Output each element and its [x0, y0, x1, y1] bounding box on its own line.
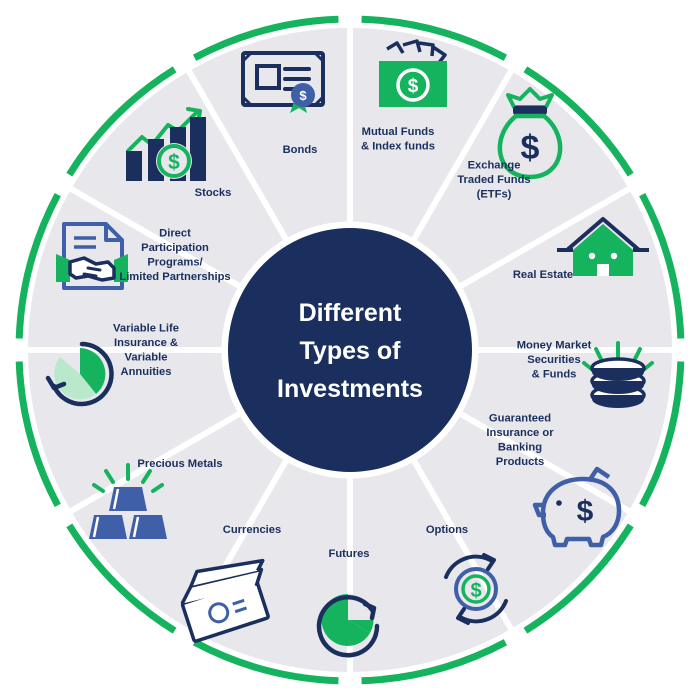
segment-divider	[407, 452, 515, 633]
label-line: Futures	[328, 548, 369, 560]
house-icon	[557, 217, 649, 276]
label-line: Exchange	[468, 160, 521, 172]
label-line: Insurance &	[114, 337, 178, 349]
wheel-segment[interactable]	[411, 411, 629, 629]
label-line: Banking	[498, 441, 542, 453]
outer-green-ring	[15, 15, 685, 685]
segment-label-options: Options	[426, 524, 468, 536]
clock-pie-icon	[316, 593, 380, 658]
hub-outline	[221, 221, 479, 479]
label-line: Securities	[527, 354, 580, 366]
segment-icons: $ $ $ $ $ $	[45, 39, 654, 658]
piggy-bank-icon: $	[532, 466, 622, 548]
segment-label-futures: Futures	[328, 548, 369, 560]
ring-arc-segment	[15, 192, 61, 339]
label-line: Insurance or	[486, 427, 554, 439]
segment-label-bonds: Bonds	[283, 144, 318, 156]
label-line: Variable Life	[113, 322, 179, 334]
label-line: Traded Funds	[457, 174, 530, 186]
banknotes-icon	[180, 558, 270, 643]
wheel-segment[interactable]	[350, 455, 511, 672]
segment-divider	[407, 67, 515, 248]
label-line: Programs/	[147, 256, 202, 268]
ring-arc-segment	[15, 361, 61, 508]
segment-divider	[67, 407, 248, 515]
segment-divider	[67, 185, 248, 293]
svg-text:$: $	[408, 76, 419, 97]
label-line: Currencies	[223, 524, 281, 536]
center-hub-circle	[228, 228, 472, 472]
svg-text:$: $	[470, 580, 481, 602]
money-bag-icon: $	[497, 87, 563, 180]
coin-stack-icon	[582, 341, 654, 408]
label-line: Direct	[159, 227, 191, 239]
label-line: & Funds	[532, 369, 577, 381]
label-line: Real Estate	[513, 269, 573, 281]
label-line: Mutual Funds	[362, 126, 435, 138]
segment-divider	[452, 185, 633, 293]
label-line: Guaranteed	[489, 412, 551, 424]
label-line: & Index funds	[361, 140, 435, 152]
center-title-line: Investments	[277, 375, 423, 403]
ring-arc-segment	[66, 523, 177, 634]
label-line: Precious Metals	[137, 458, 222, 470]
segment-labels: Bonds Mutual Funds & Index fundsExchangeTr…	[113, 126, 592, 560]
ring-arc-segment	[192, 639, 339, 685]
segment-label-real-estate: Real Estate	[513, 269, 573, 281]
svg-text:$: $	[168, 151, 180, 174]
ring-arc-segment	[192, 15, 339, 61]
center-title-line: Types of	[300, 337, 402, 365]
label-line: Money Market	[517, 340, 592, 352]
svg-text:$: $	[299, 88, 307, 103]
segment-label-precious-metals: Precious Metals	[137, 458, 222, 470]
exchange-dollar-icon: $	[444, 553, 508, 625]
center-title-line: Different	[299, 299, 402, 327]
segment-divider	[185, 67, 293, 248]
segment-label-mutual-funds: Mutual Funds & Index funds	[361, 126, 435, 153]
money-box-icon: $	[379, 39, 447, 107]
label-line: Variable	[125, 351, 168, 363]
label-line: Stocks	[195, 187, 232, 199]
label-line: Options	[426, 524, 468, 536]
wheel-segment[interactable]	[189, 27, 350, 245]
ring-arc-segment	[66, 66, 177, 177]
pie-arrow-icon	[45, 341, 114, 407]
wheel-segment[interactable]	[71, 411, 289, 629]
label-line: Products	[496, 456, 545, 468]
wheel-segment[interactable]	[28, 189, 245, 350]
label-line: Bonds	[283, 144, 318, 156]
wheel-segment[interactable]	[411, 71, 629, 289]
segment-label-stocks: Stocks	[195, 187, 232, 199]
ring-arc-segment	[639, 361, 685, 508]
segment-divider	[452, 407, 633, 515]
bar-chart-dollar-icon: $	[126, 107, 206, 181]
label-line: (ETFs)	[477, 189, 512, 201]
label-line: Annuities	[121, 366, 172, 378]
ring-arc-segment	[361, 15, 508, 61]
ring-arc-segment	[523, 66, 634, 177]
ring-arc-segment	[523, 523, 634, 634]
handshake-document-icon	[56, 222, 128, 290]
certificate-icon: $	[241, 51, 325, 113]
ring-arc-segment	[639, 192, 685, 339]
ring-arc-segment	[361, 639, 508, 685]
label-line: Limited Partnerships	[119, 271, 230, 283]
gold-bars-icon	[89, 463, 167, 539]
svg-text:$: $	[521, 129, 540, 167]
svg-text:$: $	[577, 495, 594, 528]
label-line: Participation	[141, 242, 209, 254]
segment-label-currencies: Currencies	[223, 524, 281, 536]
